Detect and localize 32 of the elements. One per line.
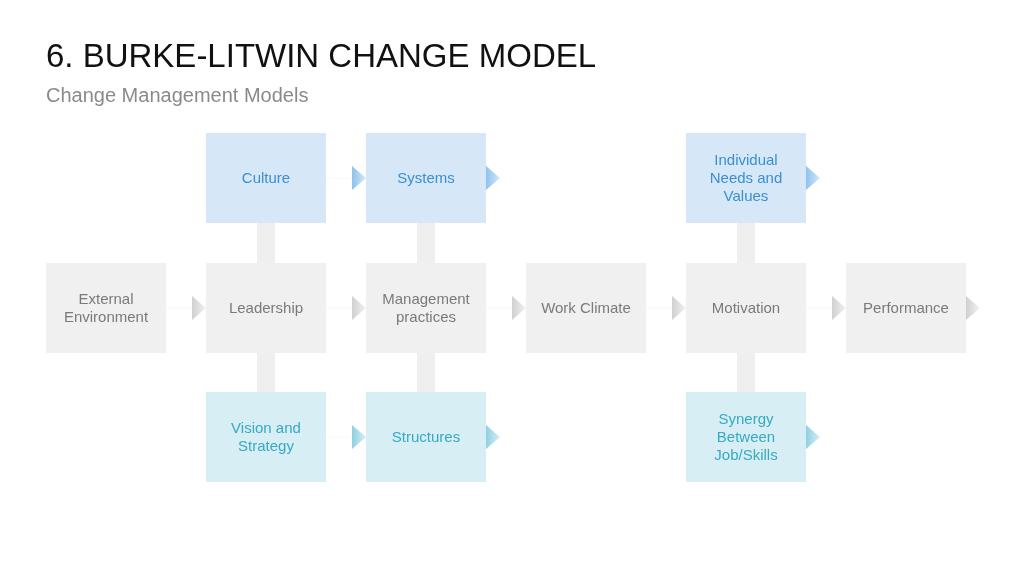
arrow bbox=[965, 296, 981, 320]
box-label: Synergy Between Job/Skills bbox=[713, 410, 779, 464]
box-label: Motivation bbox=[711, 299, 781, 317]
box-label: Systems bbox=[397, 169, 455, 187]
connector-bar bbox=[257, 223, 275, 263]
connector-bar bbox=[257, 353, 275, 392]
arrow bbox=[485, 425, 501, 449]
arrow bbox=[805, 166, 821, 190]
connector-bar bbox=[417, 353, 435, 392]
subtitle: Change Management Models bbox=[46, 83, 309, 108]
box-label: External Environment bbox=[62, 290, 150, 326]
process-box bbox=[366, 133, 486, 223]
box-label: Work Climate bbox=[541, 299, 631, 317]
arrow bbox=[805, 425, 821, 449]
box-label: Performance bbox=[863, 299, 949, 317]
box-label: Leadership bbox=[228, 299, 304, 317]
process-box bbox=[366, 392, 486, 482]
process-box bbox=[686, 392, 806, 482]
connector-bar bbox=[737, 223, 755, 263]
connector-bar bbox=[417, 223, 435, 263]
box-label: Individual Needs and Values bbox=[708, 151, 784, 205]
box-label: Structures bbox=[391, 428, 461, 446]
process-box bbox=[206, 392, 326, 482]
process-box bbox=[206, 133, 326, 223]
box-label: Management practices bbox=[381, 290, 471, 326]
process-box bbox=[846, 263, 966, 353]
box-label: Culture bbox=[241, 169, 291, 187]
process-box bbox=[686, 133, 806, 223]
title: 6. BURKE-LITWIN CHANGE MODEL bbox=[46, 36, 597, 76]
connector-bar bbox=[737, 353, 755, 392]
arrow bbox=[485, 166, 501, 190]
box-label: Vision and Strategy bbox=[230, 419, 302, 455]
